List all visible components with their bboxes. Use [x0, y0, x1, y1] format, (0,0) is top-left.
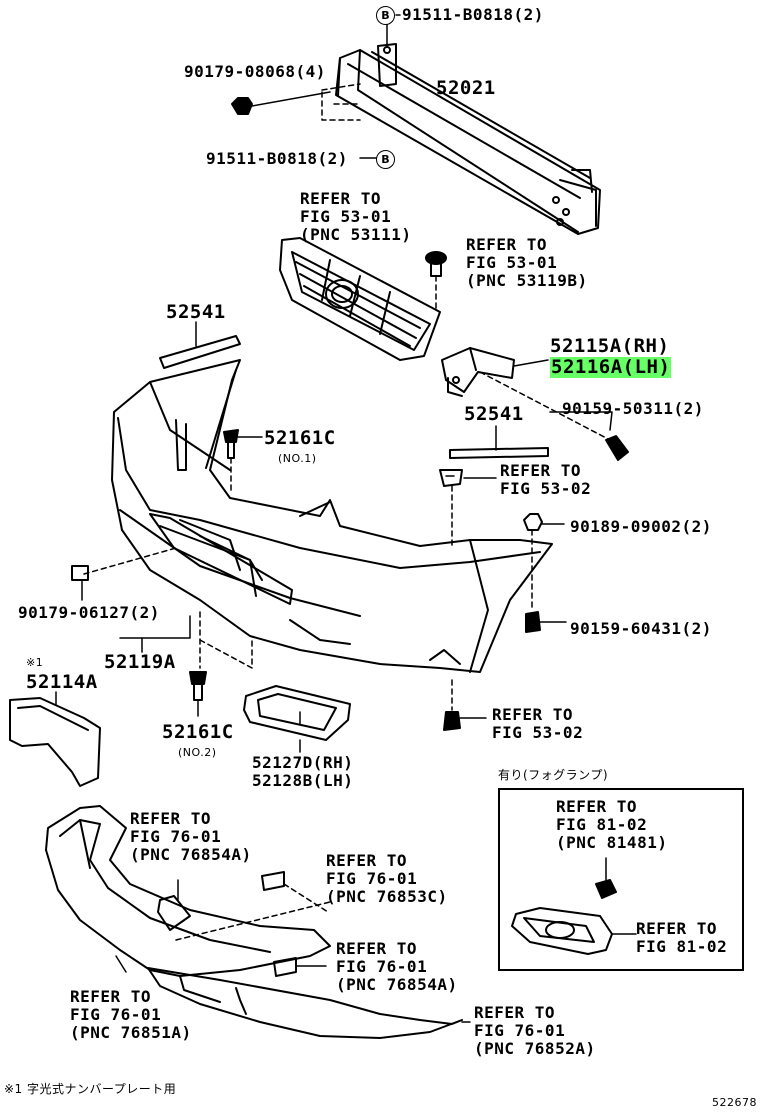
clip-ref-53-02-a-drawing [439, 469, 497, 549]
ref-81481-line-2: FIG 81-02 [556, 815, 648, 834]
ref-76854a-b-line-3: (PNC 76854A) [336, 975, 458, 994]
label-ref-76852a[interactable]: REFER TO FIG 76-01 (PNC 76852A) [474, 1004, 596, 1058]
grille-ref-line-2: FIG 53-01 [300, 207, 392, 226]
ref-76851a-line-3: (PNC 76851A) [70, 1023, 192, 1042]
label-no2: (NO.2) [178, 746, 217, 759]
label-cover-52119a[interactable]: 52119A [104, 651, 176, 673]
emblem-ref-line-1: REFER TO [466, 235, 548, 254]
grille-drawing [279, 237, 441, 361]
label-no1: (NO.1) [278, 452, 317, 465]
ref-53-02-a-line-1: REFER TO [500, 461, 582, 480]
ref-53-02-b-line-2: FIG 53-02 [492, 723, 584, 742]
label-nut-90179-06127[interactable]: 90179-06127(2) [18, 603, 160, 622]
label-clip-52161c-no1[interactable]: 52161C [264, 427, 336, 449]
label-retainer-52541-right[interactable]: 52541 [464, 403, 524, 425]
clip-52161c-no1-drawing [223, 429, 263, 491]
label-bolt-91511-top[interactable]: 91511-B0818(2) [402, 5, 544, 24]
label-lamp-cover[interactable]: 52127D(RH) 52128B(LH) [252, 754, 353, 790]
label-clip-52161c-no2[interactable]: 52161C [162, 721, 234, 743]
retainer-left-drawing [159, 321, 241, 369]
ref-76852a-line-1: REFER TO [474, 1003, 556, 1022]
clip-ref-53-02-b-drawing [443, 679, 487, 731]
bracket-rh[interactable]: 52115A(RH) [550, 335, 670, 357]
label-ref-81481[interactable]: REFER TO FIG 81-02 (PNC 81481) [556, 798, 667, 852]
label-ref-76853c[interactable]: REFER TO FIG 76-01 (PNC 76853C) [326, 852, 448, 906]
ref-76854a-line-3: (PNC 76854A) [130, 845, 252, 864]
label-plate-52114a[interactable]: 52114A [26, 671, 98, 693]
ref-81-02-line-2: FIG 81-02 [636, 937, 728, 956]
under-cover-drawing [45, 805, 331, 977]
b-mark-top: B [376, 6, 395, 25]
ref-76854a-b-line-1: REFER TO [336, 939, 418, 958]
label-bolt-90159-60431[interactable]: 90159-60431(2) [570, 619, 712, 638]
bracket-lh-highlighted[interactable]: 52116A(LH) [550, 356, 672, 378]
ref-76852a-line-3: (PNC 76852A) [474, 1039, 596, 1058]
ref-76853c-line-3: (PNC 76853C) [326, 887, 448, 906]
label-bracket-52115a-52116a[interactable]: 52115A(RH) 52116A(LH) [550, 335, 672, 378]
ref-76851a-line-1: REFER TO [70, 987, 152, 1006]
b-mark-mid: B [376, 150, 395, 169]
ref-76854a-b-line-2: FIG 76-01 [336, 957, 428, 976]
ref-76851a-line-2: FIG 76-01 [70, 1005, 162, 1024]
label-grille-ref[interactable]: REFER TO FIG 53-01 (PNC 53111) [300, 190, 411, 244]
grille-ref-line-1: REFER TO [300, 189, 382, 208]
license-plate-bracket-drawing [9, 691, 101, 787]
under-cover-lower-drawing [147, 957, 471, 1039]
ref-76853c-line-2: FIG 76-01 [326, 869, 418, 888]
emblem-clip-drawing [425, 251, 447, 313]
bumper-cover-drawing [111, 359, 553, 673]
label-ref-53-02-b[interactable]: REFER TO FIG 53-02 [492, 706, 583, 742]
grille-ref-line-3: (PNC 53111) [300, 225, 412, 244]
label-fog-title: 有り(フォグランプ) [498, 768, 609, 782]
label-drawing-number: 522678 [712, 1096, 757, 1109]
label-nut-90189-09002[interactable]: 90189-09002(2) [570, 517, 712, 536]
fog-lamp-box [498, 788, 744, 971]
label-ref-53-02-a[interactable]: REFER TO FIG 53-02 [500, 462, 591, 498]
label-note-mark: ※1 [26, 656, 44, 669]
bolt-90159-50311-drawing [549, 411, 629, 461]
ref-53-02-b-line-1: REFER TO [492, 705, 574, 724]
label-bolt-90159-50311[interactable]: 90159-50311(2) [562, 399, 704, 418]
label-bolt-91511-mid[interactable]: 91511-B0818(2) [206, 149, 348, 168]
label-nut-90179-08068[interactable]: 90179-08068(4) [184, 62, 326, 81]
fog-lamp-cover-drawing [243, 685, 351, 753]
label-reinforcement-52021[interactable]: 52021 [436, 77, 496, 99]
label-ref-76851a[interactable]: REFER TO FIG 76-01 (PNC 76851A) [70, 988, 192, 1042]
bumper-reinforcement-drawing [335, 43, 601, 235]
fog-lamp-drawing [511, 857, 637, 955]
lamp-cover-rh[interactable]: 52127D(RH) [252, 753, 354, 772]
side-bracket-drawing [441, 347, 611, 441]
label-retainer-52541-left[interactable]: 52541 [166, 301, 226, 323]
retainer-right-drawing [449, 425, 549, 459]
lamp-cover-lh[interactable]: 52128B(LH) [252, 771, 354, 790]
label-footnote: ※1 字光式ナンバープレート用 [4, 1082, 177, 1096]
label-ref-76854a-b[interactable]: REFER TO FIG 76-01 (PNC 76854A) [336, 940, 458, 994]
ref-81481-line-1: REFER TO [556, 797, 638, 816]
cover-leader-lines [83, 547, 253, 669]
label-emblem-ref[interactable]: REFER TO FIG 53-01 (PNC 53119B) [466, 236, 588, 290]
ref-76854a-line-2: FIG 76-01 [130, 827, 222, 846]
nut-90179-06127-drawing [71, 565, 89, 601]
bolt-top-leader [386, 14, 401, 47]
emblem-ref-line-2: FIG 53-01 [466, 253, 558, 272]
ref-81-02-line-1: REFER TO [636, 919, 718, 938]
ref-76854a-line-1: REFER TO [130, 809, 212, 828]
label-ref-81-02[interactable]: REFER TO FIG 81-02 [636, 920, 727, 956]
ref-76852a-line-2: FIG 76-01 [474, 1021, 566, 1040]
ref-53-02-a-line-2: FIG 53-02 [500, 479, 592, 498]
clip-52161c-no2-drawing [189, 671, 207, 717]
label-ref-76854a[interactable]: REFER TO FIG 76-01 (PNC 76854A) [130, 810, 252, 864]
nut-90189-drawing [523, 513, 565, 611]
emblem-ref-line-3: (PNC 53119B) [466, 271, 588, 290]
bolt-90159-60431-drawing [525, 611, 567, 633]
ref-81481-line-3: (PNC 81481) [556, 833, 668, 852]
ref-76853c-line-1: REFER TO [326, 851, 408, 870]
nut-90179-08068-drawing [231, 83, 361, 121]
